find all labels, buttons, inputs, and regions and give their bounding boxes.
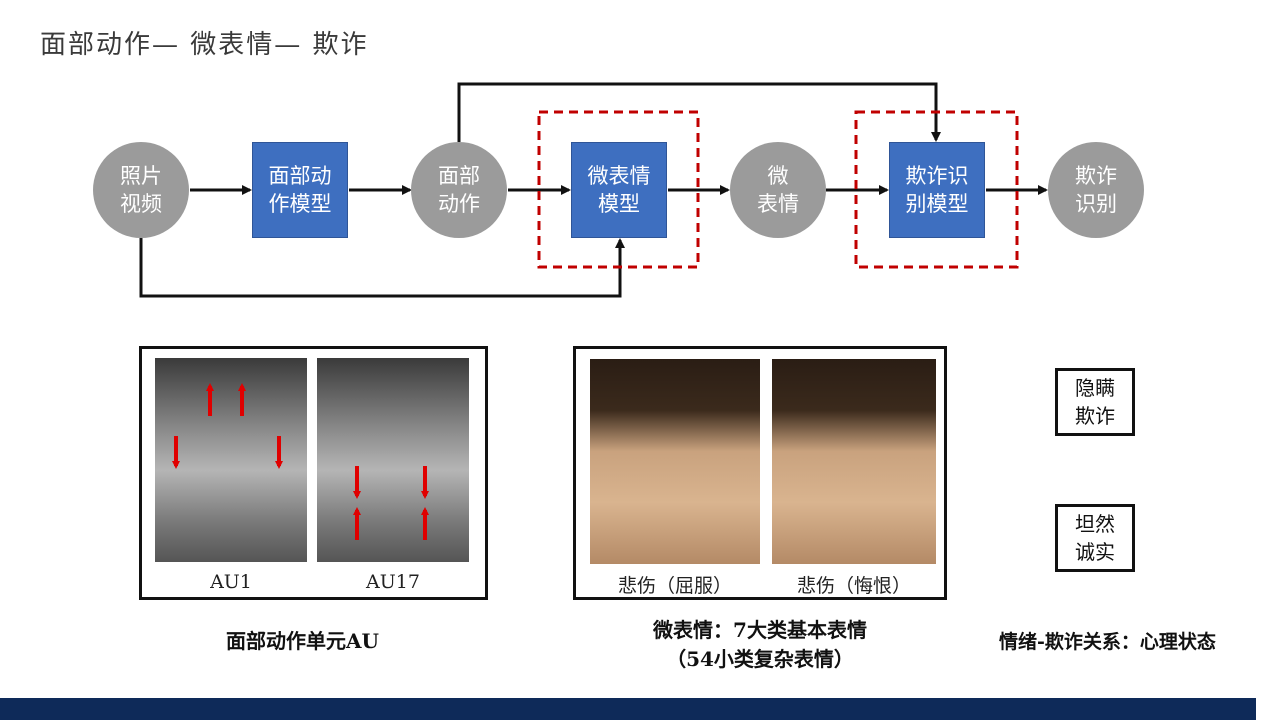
node-label: 识别: [1075, 192, 1117, 216]
state-label: 坦然: [1075, 512, 1115, 536]
state-box-conceal-fraud: 隐瞒 欺诈: [1055, 368, 1135, 436]
node-label: 面部: [438, 164, 480, 188]
node-label: 模型: [598, 192, 640, 216]
au1-label: AU1: [210, 571, 252, 593]
au17-label: AU17: [366, 571, 420, 593]
state-label: 隐瞒: [1075, 376, 1115, 400]
state-box-calm-honest: 坦然 诚实: [1055, 504, 1135, 572]
node-label: 视频: [120, 192, 162, 216]
node-label: 照片: [120, 164, 162, 188]
au-caption: 面部动作单元AU: [226, 629, 379, 653]
au1-face-image: [155, 358, 307, 562]
state-label: 欺诈: [1075, 404, 1115, 428]
au1-arrows: [172, 383, 283, 469]
node-label: 表情: [757, 192, 799, 216]
node-label: 微表情: [587, 164, 651, 188]
highlight-fraud-model: [854, 110, 1019, 269]
bottom-bar: [0, 698, 1256, 720]
page-title: 面部动作— 微表情— 欺诈: [40, 30, 369, 60]
au17-arrows: [353, 466, 429, 540]
node-fraud-detection: 欺诈 识别: [1048, 142, 1144, 238]
arrow-bottom-loop: [139, 238, 625, 298]
highlight-micro-model: [537, 110, 700, 269]
sad-regret-face-image: [772, 359, 936, 564]
micro-panel: 悲伤（屈服） 悲伤（悔恨）: [573, 346, 947, 600]
node-face-action-model: 面部动 作模型: [252, 142, 348, 238]
node-photo-video: 照片 视频: [93, 142, 189, 238]
micro-caption-line2: （54小类复杂表情）: [666, 647, 854, 671]
node-micro-expression-model: 微表情 模型: [571, 142, 667, 238]
sad-submission-face-image: [590, 359, 760, 564]
node-label: 欺诈: [1075, 164, 1117, 188]
node-label: 欺诈识: [905, 164, 969, 188]
node-face-action: 面部 动作: [411, 142, 507, 238]
au17-face-image: [317, 358, 469, 562]
micro-caption-line1: 微表情：7大类基本表情: [653, 618, 867, 642]
node-label: 微: [767, 164, 789, 188]
sad-submission-label: 悲伤（屈服）: [617, 575, 732, 597]
state-label: 诚实: [1075, 540, 1115, 564]
states-caption: 情绪-欺诈关系：心理状态: [999, 631, 1216, 653]
flow-connectors: [139, 82, 1048, 298]
au-panel: AU1 AU17: [139, 346, 488, 600]
node-fraud-model: 欺诈识 别模型: [889, 142, 985, 238]
node-label: 面部动: [268, 164, 332, 188]
node-label: 别模型: [905, 192, 969, 216]
node-label: 动作: [438, 192, 480, 216]
node-micro-expression: 微 表情: [730, 142, 826, 238]
sad-regret-label: 悲伤（悔恨）: [796, 575, 911, 597]
node-label: 作模型: [268, 192, 332, 216]
